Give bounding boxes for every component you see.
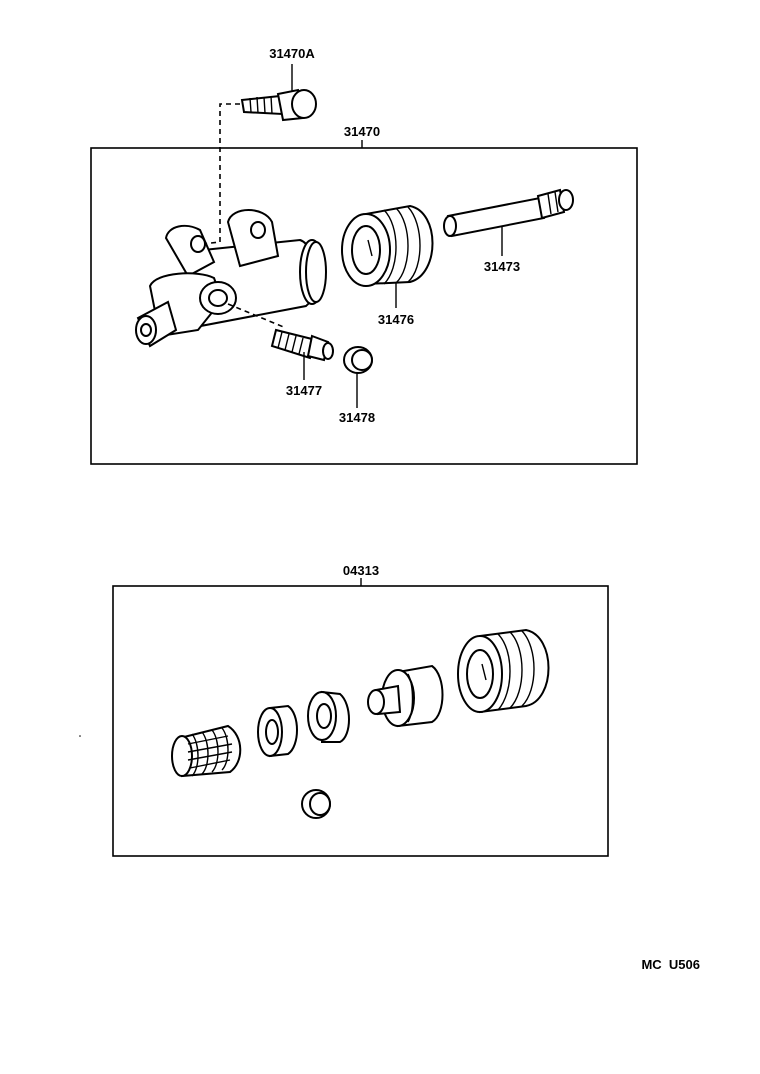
dashed-assembly-line xyxy=(201,103,240,245)
piston xyxy=(367,664,444,728)
cup-seal-1 xyxy=(257,704,298,758)
stray-dot xyxy=(79,735,81,737)
dashed-bleeder-line xyxy=(227,303,287,329)
cup-seal-2 xyxy=(307,690,350,743)
bleeder-cap-31478 xyxy=(343,346,373,374)
spring xyxy=(171,724,242,778)
repair-kit-frame-04313 xyxy=(112,585,609,857)
bolt-31470a xyxy=(240,88,317,122)
label-31476: 31476 xyxy=(378,312,414,327)
clutch-release-cylinder xyxy=(135,209,327,348)
label-31477: 31477 xyxy=(286,383,322,398)
label-31473: 31473 xyxy=(484,259,520,274)
boot-kit xyxy=(457,628,550,714)
figure-code: MC U506 xyxy=(641,957,700,972)
label-04313: 04313 xyxy=(343,563,379,578)
bleeder-cap-kit xyxy=(301,789,331,819)
boot-31476 xyxy=(341,204,434,287)
label-31470a: 31470A xyxy=(269,46,315,61)
bleeder-plug-31477 xyxy=(270,328,334,362)
assembly-frame-31470 xyxy=(90,147,638,465)
push-rod-31473 xyxy=(443,188,574,238)
label-31478: 31478 xyxy=(339,410,375,425)
label-31470: 31470 xyxy=(344,124,380,139)
